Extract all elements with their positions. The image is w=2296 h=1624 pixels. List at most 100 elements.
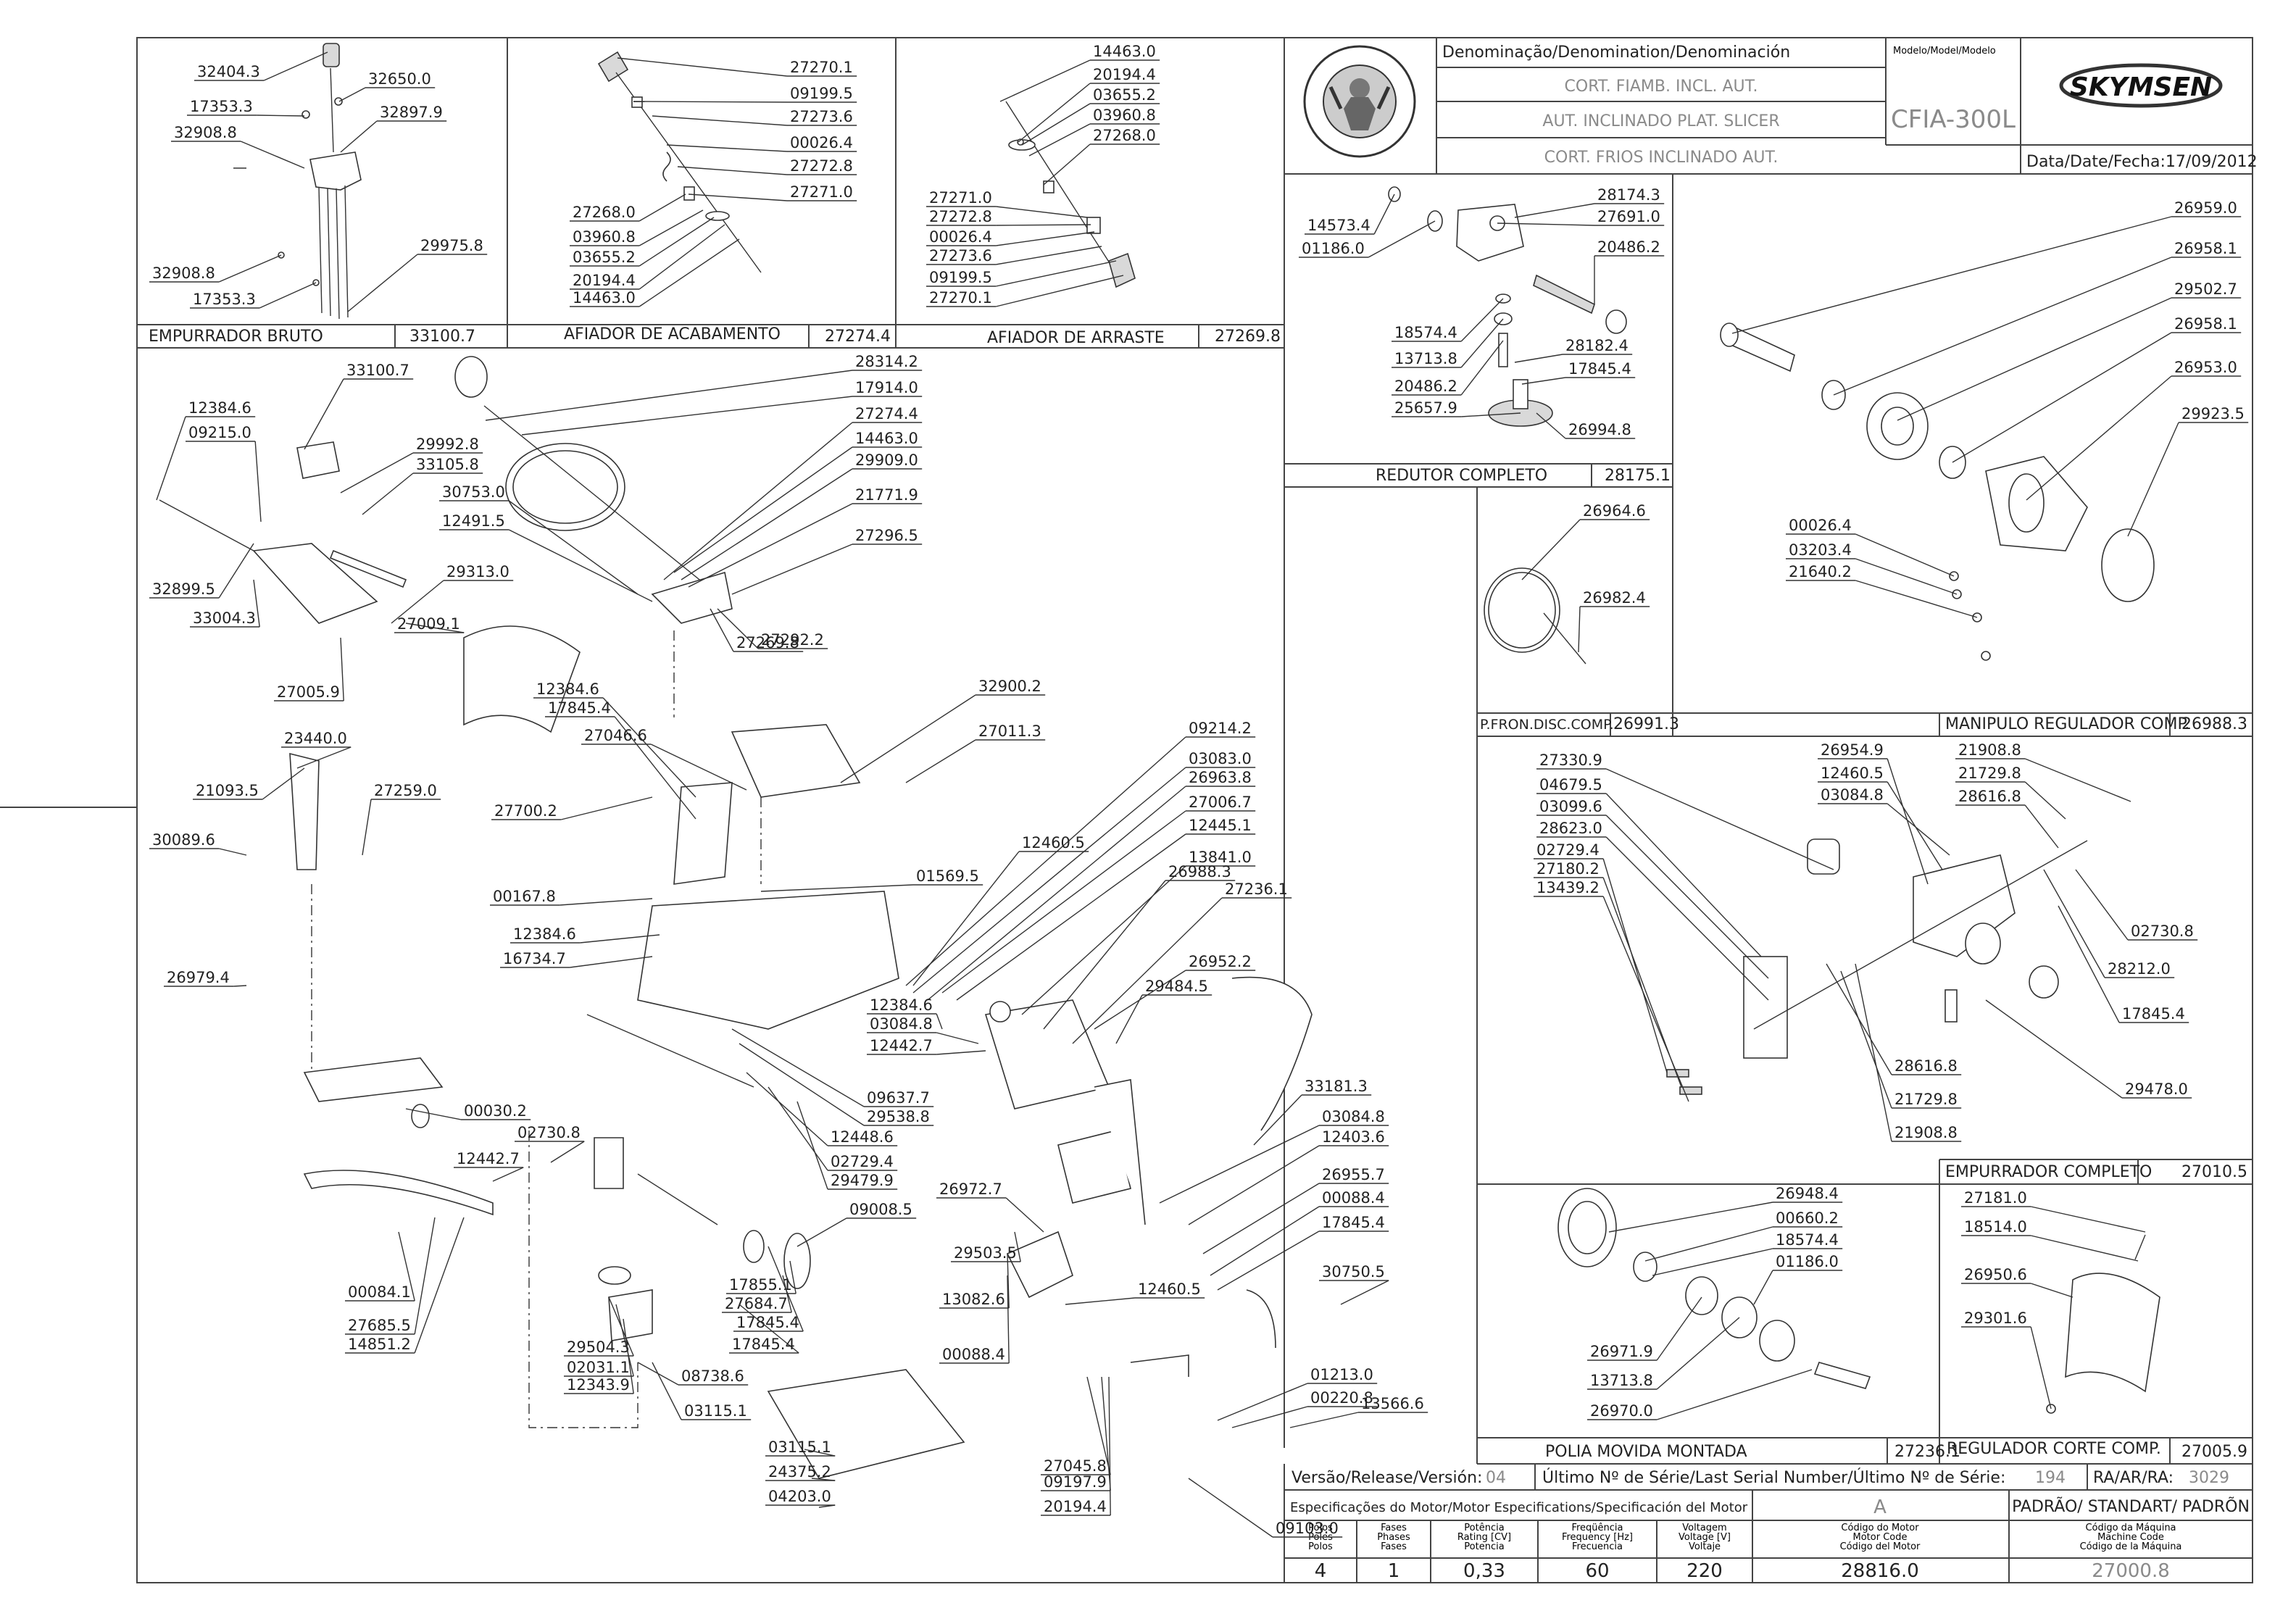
footer-col-header-0-0: Pólos	[1308, 1523, 1333, 1533]
label-leader-line	[1985, 999, 2123, 1099]
footer-col-header-3-2: Frecuencia	[1572, 1541, 1623, 1552]
part-label: 27005.9	[277, 683, 340, 701]
label-leader-line	[760, 884, 914, 892]
part-label: 12384.6	[536, 680, 599, 698]
part-label: 01186.0	[1302, 240, 1365, 257]
version-label: Versão/Release/Versión:	[1292, 1469, 1482, 1487]
part-label: 09215.0	[188, 424, 251, 441]
box-title-polia: POLIA MOVIDA MONTADA	[1545, 1443, 1747, 1461]
part-label: 00088.4	[1322, 1189, 1385, 1207]
model-code: CFIA-300L	[1891, 105, 2016, 134]
label-leader-line	[1753, 1270, 1773, 1305]
label-leader-line	[633, 101, 788, 103]
brand-name: SKYMSEN	[2070, 72, 2212, 102]
part-label: 12460.5	[1138, 1281, 1201, 1298]
name-pt: CORT. FIAMB. INCL. AUT.	[1565, 78, 1758, 96]
part-label: 28616.8	[1958, 788, 2021, 805]
standard-label: PADRÃO/ STANDART/ PADRÕN	[2012, 1496, 2250, 1516]
label-leader-line	[673, 446, 853, 573]
box-code-redutor: 28175.1	[1605, 467, 1671, 485]
label-leader-line	[1065, 1297, 1136, 1305]
footer-col-value-4: 220	[1686, 1560, 1723, 1582]
label-leader-line	[1497, 222, 1595, 226]
label-leader-line	[789, 1260, 796, 1294]
part-label: 12442.7	[870, 1037, 933, 1054]
part-label: 30753.0	[442, 483, 505, 501]
part-label: 26959.0	[2174, 199, 2237, 217]
part-label: 29538.8	[867, 1108, 930, 1125]
label-leader-line	[492, 1167, 524, 1182]
part-label: 27273.6	[929, 247, 992, 265]
part-label: 21729.8	[1958, 765, 2021, 782]
label-leader-line	[999, 59, 1091, 102]
label-leader-line	[1897, 297, 2172, 421]
label-leader-line	[688, 503, 853, 588]
label-leader-line	[405, 1108, 462, 1120]
part-label: 27272.8	[929, 208, 992, 225]
label-leader-line	[1602, 896, 1689, 1102]
footer-block: Versão/Release/Versión: 04 Último Nº de …	[1290, 1468, 2250, 1582]
part-label: 20486.2	[1394, 378, 1457, 395]
part-label: 32404.3	[197, 63, 260, 80]
box-code-empurrador-bruto: 33100.7	[409, 328, 475, 346]
part-label: 26971.9	[1590, 1343, 1653, 1360]
part-label: 26958.1	[2174, 315, 2237, 333]
part-label: 26964.6	[1583, 502, 1646, 520]
drawing-empurrador-bruto	[233, 43, 362, 320]
part-label: 13566.6	[1361, 1395, 1424, 1412]
box-title-regulador: REGULADOR CORTE COMP.	[1947, 1440, 2161, 1458]
part-label: 32650.0	[368, 70, 431, 88]
part-label: 12460.5	[1022, 834, 1085, 851]
label-leader-line	[936, 1050, 986, 1055]
footer-col-header-2-0: Potência	[1464, 1523, 1504, 1533]
label-leader-line	[602, 697, 696, 798]
label-leader-line	[508, 500, 639, 595]
label-leader-line	[1021, 865, 1186, 1015]
label-leader-line	[796, 1217, 847, 1247]
part-label: 00084.1	[348, 1283, 411, 1301]
part-label: 29484.5	[1145, 978, 1208, 995]
part-label: 12448.6	[831, 1128, 894, 1146]
label-leader-line	[1368, 220, 1436, 258]
label-leader-line	[639, 238, 740, 307]
part-label: 01569.5	[916, 867, 979, 885]
box-title-empurrador-bruto: EMPURRADOR BRUTO	[149, 328, 323, 346]
part-label: 29479.9	[831, 1172, 894, 1189]
label-leader-line	[1018, 83, 1091, 143]
ra-label: RA/AR/RA:	[2093, 1469, 2174, 1487]
label-leader-line	[1855, 533, 1955, 577]
part-label: 04203.0	[768, 1488, 831, 1505]
part-label: 03099.6	[1539, 798, 1602, 815]
part-label: 20486.2	[1597, 238, 1660, 256]
label-leader-line	[1340, 1280, 1389, 1305]
part-label: 21908.8	[1958, 741, 2021, 759]
part-label: 09637.7	[867, 1089, 930, 1107]
label-leader-line	[1514, 354, 1563, 363]
label-leader-line	[639, 217, 715, 267]
part-label: 27270.1	[929, 289, 992, 307]
label-leader-line	[2031, 1206, 2146, 1233]
part-label: 09197.9	[1044, 1473, 1107, 1491]
label-leader-line	[731, 1028, 865, 1107]
label-leader-line	[1188, 1478, 1273, 1538]
box-title-manipulo: MANIPULO REGULADOR COMP.	[1945, 715, 2189, 733]
part-label: 14851.2	[348, 1336, 411, 1353]
drawing-empurrador-completo	[1666, 838, 2088, 1095]
version-value: 04	[1486, 1469, 1506, 1487]
part-label: 27330.9	[1539, 751, 1602, 769]
label-leader-line	[1461, 412, 1521, 417]
part-label: 23440.0	[284, 730, 347, 747]
part-label: 26954.9	[1821, 741, 1884, 759]
part-label: 26958.1	[2174, 240, 2237, 257]
label-leader-line	[639, 224, 725, 290]
part-label: 17855.1	[729, 1276, 792, 1294]
ra-value: 3029	[2189, 1469, 2229, 1487]
part-label: 12442.7	[457, 1150, 520, 1167]
part-label: 14463.0	[855, 430, 918, 447]
label-leader-line	[652, 1362, 682, 1420]
part-label: 09199.5	[929, 269, 992, 286]
box-code-polia: 27236.1	[1894, 1443, 1960, 1461]
label-leader-line	[570, 956, 653, 968]
part-label: 18574.4	[1776, 1231, 1839, 1249]
part-label: 13841.0	[1189, 849, 1252, 866]
